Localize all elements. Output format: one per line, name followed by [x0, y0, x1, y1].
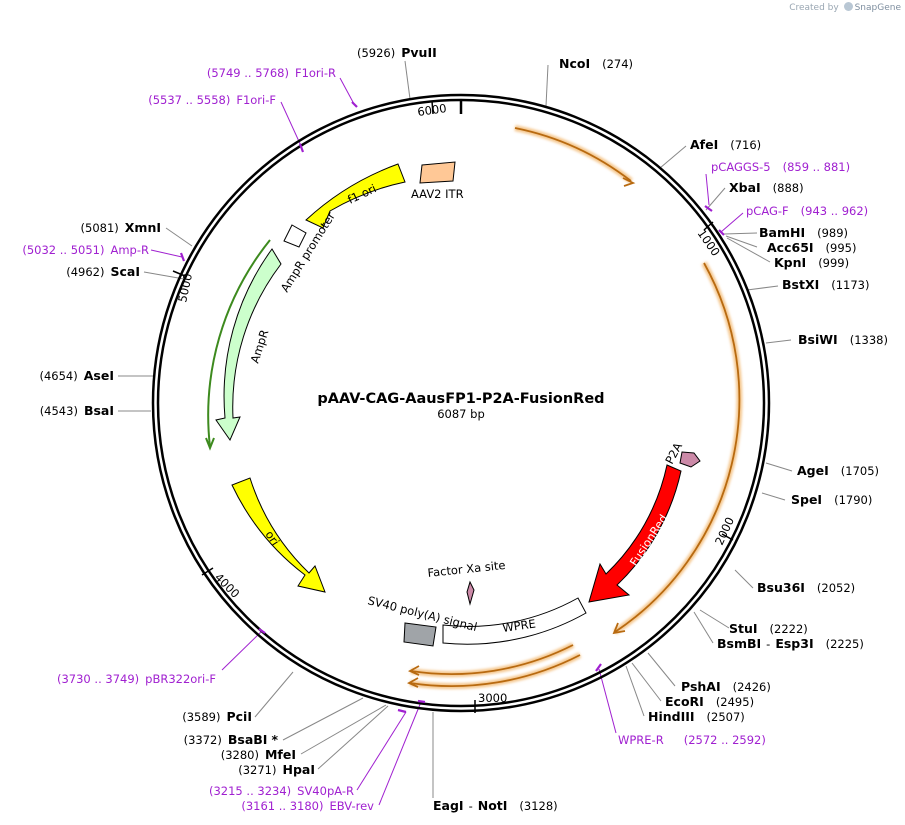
- site-pcii[interactable]: (3589)PciI: [182, 709, 252, 724]
- site-bamhi[interactable]: BamHI(989): [759, 225, 848, 240]
- site-ncoi[interactable]: NcoI(274): [559, 56, 633, 71]
- site-mfei[interactable]: (3280)MfeI: [221, 747, 296, 762]
- tick-3000: 3000: [478, 691, 507, 705]
- site-bsai[interactable]: (4543)BsaI: [40, 403, 114, 418]
- scale-ticks: [172, 100, 734, 713]
- f1-ori-arrow: [305, 163, 406, 229]
- backbone-outer: [151, 93, 771, 713]
- snapgene-credit: Created by SnapGene: [789, 2, 901, 13]
- site-ecori[interactable]: EcoRI(2495): [665, 694, 754, 709]
- plasmid-name: pAAV-CAG-AausFP1-P2A-FusionRed: [317, 391, 604, 407]
- wpre-box: [442, 597, 587, 645]
- ampr-promoter-arrow: [283, 224, 307, 248]
- site-leader-lines: [118, 60, 793, 798]
- site-eagi-noti[interactable]: EagI-NotI(3128): [433, 798, 558, 813]
- primer-f1ori-f[interactable]: (5537 .. 5558)F1ori-F: [148, 93, 276, 107]
- sv40-polya-box: [403, 622, 437, 647]
- fusionred-arrow: [588, 464, 682, 603]
- site-bsiwi[interactable]: BsiWI(1338): [798, 332, 888, 347]
- p2a-arrow: [679, 451, 701, 468]
- site-agei[interactable]: AgeI(1705): [797, 463, 879, 478]
- site-xmni[interactable]: (5081)XmnI: [81, 220, 161, 235]
- ori-arrow: [231, 477, 326, 593]
- site-scai[interactable]: (4962)ScaI: [66, 264, 140, 279]
- primer-f1ori-r[interactable]: (5749 .. 5768)F1ori-R: [207, 66, 336, 80]
- factor-xa-label: Factor Xa site: [427, 558, 506, 580]
- site-bstxi[interactable]: BstXI(1173): [782, 277, 869, 292]
- orf-arrows: [205, 125, 743, 690]
- features: [215, 161, 701, 647]
- ampr-arrow: [215, 248, 282, 442]
- site-spei[interactable]: SpeI(1790): [791, 492, 872, 507]
- primer-amp-r[interactable]: (5032 .. 5051)Amp-R: [22, 243, 149, 257]
- site-bsu36i[interactable]: Bsu36I(2052): [757, 580, 855, 595]
- primer-ebv-rev[interactable]: (3161 .. 3180)EBV-rev: [241, 799, 374, 813]
- wpre-label: WPRE: [501, 616, 536, 635]
- site-asei[interactable]: (4654)AseI: [40, 368, 115, 383]
- tick-6000: 6000: [416, 101, 447, 119]
- site-xbai[interactable]: XbaI(888): [729, 180, 804, 195]
- snapgene-logo-icon: [843, 2, 853, 11]
- primer-pcaggs-5[interactable]: pCAGGS-5(859 .. 881): [711, 160, 850, 174]
- site-hindiii[interactable]: HindIII(2507): [648, 709, 745, 724]
- credit-prefix: Created by: [789, 3, 839, 13]
- ampr-label: AmpR: [248, 328, 272, 365]
- site-pvuii[interactable]: (5926)PvuII: [357, 45, 437, 60]
- site-hpai[interactable]: (3271)HpaI: [238, 762, 315, 777]
- factor-xa-site: [466, 580, 475, 606]
- aav2-itr-box: [419, 161, 456, 184]
- site-acc65i[interactable]: Acc65I(995): [767, 240, 856, 255]
- ampr-promoter-label: AmpR promoter: [278, 209, 338, 294]
- aav2-itr-label: AAV2 ITR: [411, 187, 464, 201]
- tick-5000: 5000: [175, 272, 195, 304]
- credit-brand: SnapGene: [854, 3, 901, 13]
- primer-pcag-f[interactable]: pCAG-F(943 .. 962): [746, 204, 868, 218]
- tick-2000: 2000: [712, 515, 737, 547]
- site-bsabi[interactable]: (3372)BsaBI*: [184, 732, 279, 747]
- site-kpni[interactable]: KpnI(999): [774, 255, 849, 270]
- site-afei[interactable]: AfeI(716): [690, 137, 761, 152]
- site-pshai[interactable]: PshAI(2426): [681, 679, 771, 694]
- primer-sv40pa-r[interactable]: (3215 .. 3234)SV40pA-R: [209, 784, 354, 798]
- site-stui[interactable]: StuI(2222): [729, 621, 808, 636]
- plasmid-size: 6087 bp: [437, 407, 485, 421]
- primer-wpre-r[interactable]: WPRE-R(2572 .. 2592): [618, 733, 766, 747]
- ori-label: ori: [262, 528, 282, 548]
- site-bsmbi-esp3i[interactable]: BsmBI-Esp3I(2225): [717, 636, 864, 651]
- primer-pbr322ori-f[interactable]: (3730 .. 3749)pBR322ori-F: [57, 672, 216, 686]
- primer-markers: [179, 101, 725, 714]
